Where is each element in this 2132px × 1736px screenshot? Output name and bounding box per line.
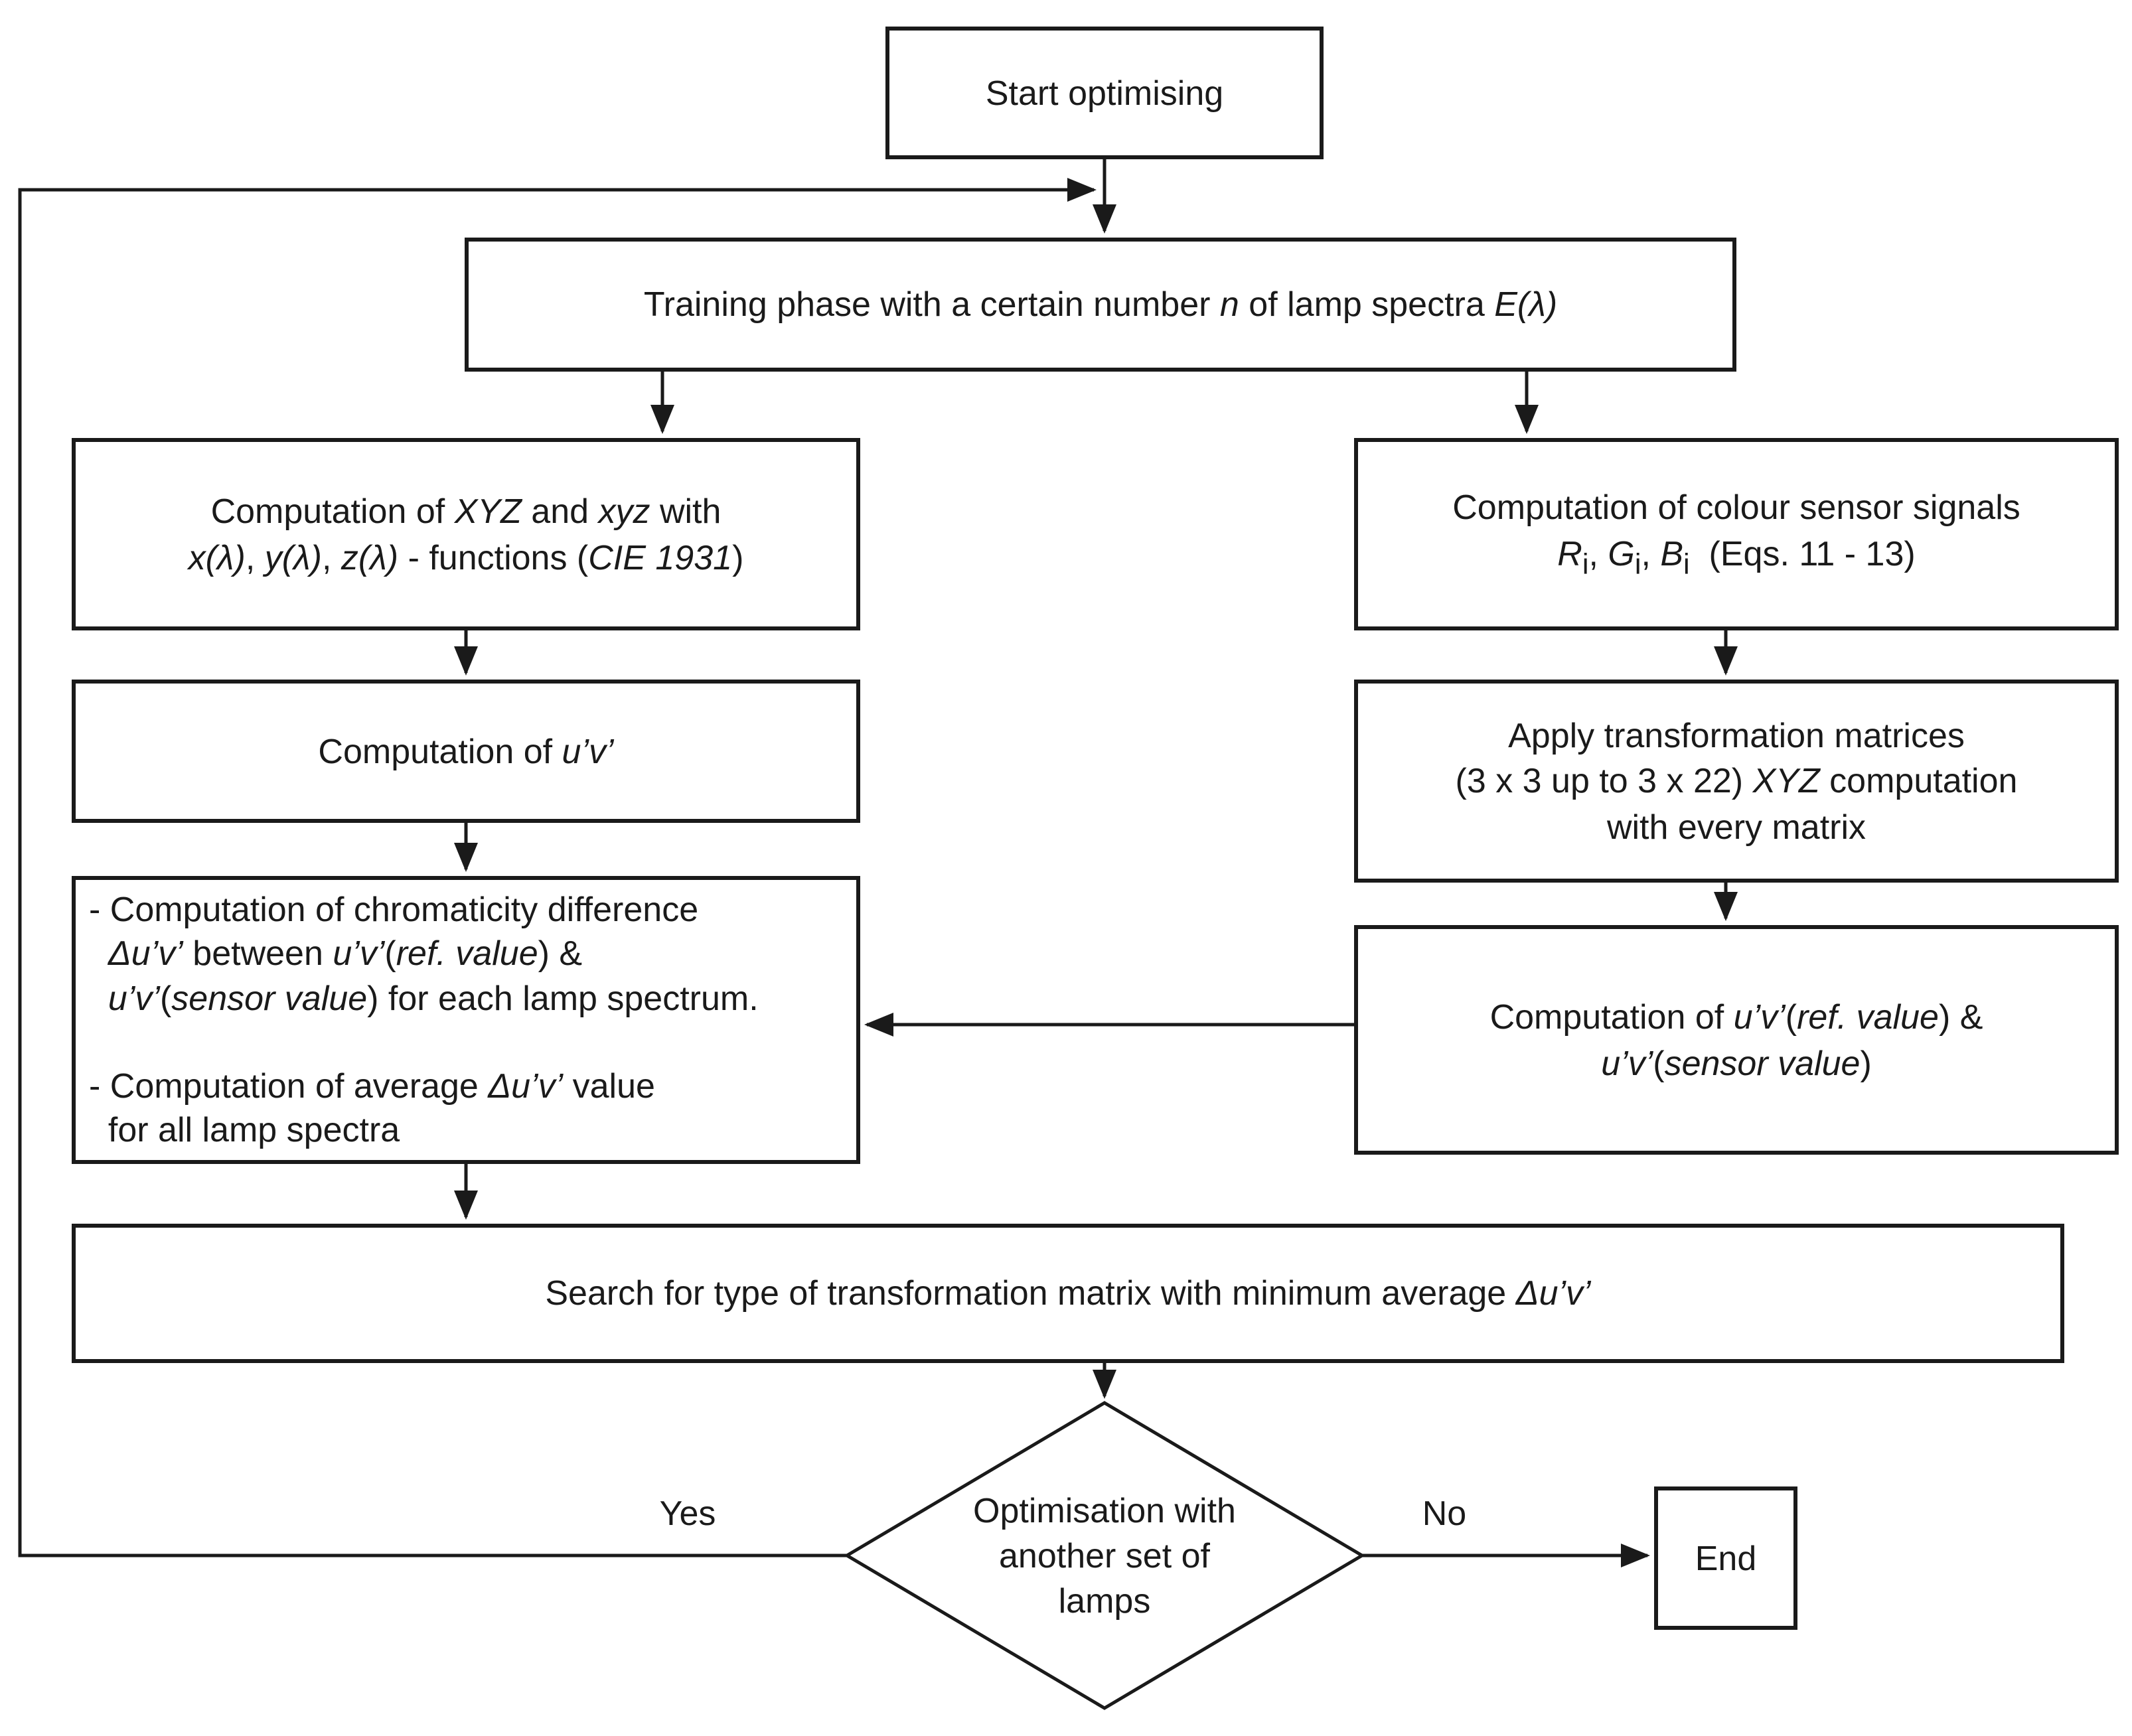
node-search-matrix-label: Search for type of transformation matrix… xyxy=(545,1273,1591,1313)
node-start: Start optimising xyxy=(885,27,1324,159)
edge-decision-yes-loop xyxy=(18,178,1097,1557)
node-end: End xyxy=(1654,1486,1797,1630)
edge-label-yes: Yes xyxy=(595,1486,781,1540)
edge-label-yes-text: Yes xyxy=(659,1492,716,1533)
edge-label-no: No xyxy=(1365,1486,1524,1540)
node-apply-matrices: Apply transformation matrices(3 x 3 up t… xyxy=(1354,680,2119,883)
node-end-label: End xyxy=(1695,1538,1757,1578)
node-training-phase: Training phase with a certain number n o… xyxy=(465,238,1736,372)
node-apply-matrices-label: Apply transformation matrices(3 x 3 up t… xyxy=(1455,715,2018,847)
node-decision-shape xyxy=(844,1401,1365,1710)
node-compute-uv-ref-sensor-label: Computation of u’v’(ref. value) &u’v’(se… xyxy=(1489,997,1983,1082)
node-compute-uv-label: Computation of u’v’ xyxy=(318,731,614,771)
node-chromaticity-difference-label: - Computation of chromaticity difference… xyxy=(89,889,759,1150)
edge-label-no-text: No xyxy=(1422,1492,1467,1533)
node-chromaticity-difference: - Computation of chromaticity difference… xyxy=(72,876,860,1164)
node-start-label: Start optimising xyxy=(985,72,1224,113)
node-compute-uv: Computation of u’v’ xyxy=(72,680,860,823)
node-compute-uv-ref-sensor: Computation of u’v’(ref. value) &u’v’(se… xyxy=(1354,925,2119,1155)
node-training-phase-label: Training phase with a certain number n o… xyxy=(643,284,1558,325)
node-search-matrix: Search for type of transformation matrix… xyxy=(72,1224,2064,1363)
